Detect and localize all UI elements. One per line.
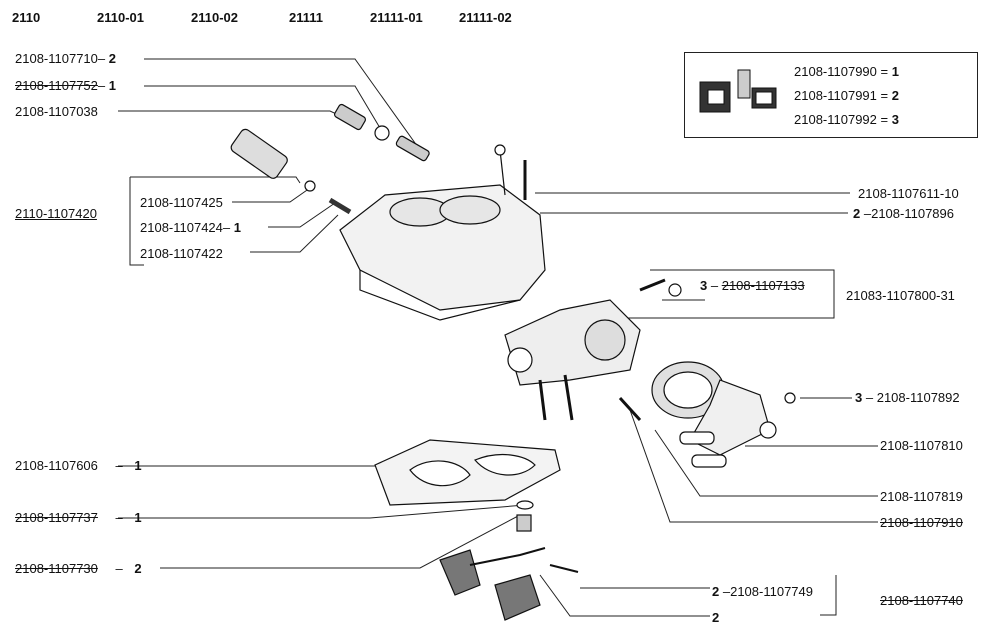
group-bracket [129, 177, 144, 266]
kit-number: 1 [134, 458, 142, 473]
legend-code: 2108-1107992 [794, 112, 877, 127]
model-2110-02: 2110-02 [191, 10, 238, 25]
part-label: 2108-1107752– 1 [15, 78, 116, 93]
part-label: 2108-1107819 [880, 489, 963, 504]
part-label: 2108-1107422 [140, 246, 223, 261]
kit-number: 2 [134, 561, 142, 576]
dash: – [865, 390, 874, 405]
part-code: 2108-1107896 [871, 206, 954, 221]
part-code: 2108-1107133 [721, 278, 805, 293]
part-code: 2108-1107819 [880, 489, 963, 504]
kit-number: 2 [853, 206, 861, 221]
leader-line [118, 110, 346, 119]
dash: – [863, 206, 872, 221]
part-label: 2108-1107910 [880, 515, 963, 530]
repair-kit-legend [684, 52, 978, 138]
part-label: 2108-1107730 – 2 [15, 561, 142, 576]
model-21111: 21111 [289, 10, 323, 25]
part-code: 2108-1107422 [140, 246, 223, 261]
dash: – [97, 78, 106, 93]
dash: – [722, 584, 731, 599]
leader-line [144, 85, 381, 129]
part-label: 2108-1107611-10 [858, 186, 959, 201]
part-code: 2108-1107752 [15, 78, 98, 93]
model-2110: 2110 [12, 10, 41, 25]
part-code: 2108-1107892 [876, 390, 960, 405]
part-code: 2108-1107810 [880, 438, 963, 453]
leader-line [144, 58, 421, 151]
kit-number: 1 [233, 220, 241, 235]
legend-code: 2108-1107991 [794, 88, 877, 103]
kit-number: 2 [712, 610, 720, 625]
model-2110-01: 2110-01 [97, 10, 144, 25]
dash: – [97, 51, 106, 66]
group-label: 21083-1107800-31 [846, 288, 955, 303]
model-21111-02: 21111-02 [459, 10, 512, 25]
kit-number: 1 [134, 510, 142, 525]
part-code: 2108-1107038 [15, 104, 98, 119]
part-code: 2108-1107710 [15, 51, 98, 66]
part-label: 2 –2108-1107749 [712, 584, 813, 599]
legend-row-1: 2108-1107990 = 1 [794, 64, 899, 79]
part-label: 2108-1107810 [880, 438, 963, 453]
part-code: 2108-1107424 [140, 220, 223, 235]
part-code: 2108-1107425 [140, 195, 223, 210]
dash: – [115, 510, 123, 525]
part-label: 2 [712, 610, 719, 625]
part-code: 2108-1107740 [880, 593, 963, 608]
dash: – [710, 278, 719, 293]
part-label: 2108-1107710– 2 [15, 51, 116, 66]
legend-num: 1 [891, 64, 899, 79]
part-label: 2108-1107425 [140, 195, 223, 210]
legend-num: 3 [891, 112, 899, 127]
part-label: 2108-1107424– 1 [140, 220, 241, 235]
dash: – [115, 458, 123, 473]
legend-eq: = [880, 88, 889, 103]
legend-eq: = [880, 112, 889, 127]
part-code: 2108-1107749 [730, 584, 813, 599]
part-label: 2108-1107038 [15, 104, 98, 119]
kit-number: 1 [108, 78, 116, 93]
legend-row-3: 2108-1107992 = 3 [794, 112, 899, 127]
part-code: 2108-1107611-10 [858, 186, 959, 201]
part-code: 2108-1107606 [15, 458, 98, 473]
part-label: 2 –2108-1107896 [853, 206, 954, 221]
part-code: 2108-1107737 [15, 510, 98, 525]
kit-number: 3 [700, 278, 708, 293]
group-label: 2110-1107420 [15, 206, 97, 221]
kit-number: 2 [712, 584, 720, 599]
part-code: 21083-1107800-31 [846, 288, 955, 303]
part-label: 3 – 2108-1107133 [700, 278, 805, 293]
legend-code: 2108-1107990 [794, 64, 877, 79]
kit-number: 3 [855, 390, 863, 405]
part-code: 2108-1107730 [15, 561, 98, 576]
part-label: 2108-1107606 – 1 [15, 458, 142, 473]
kit-number: 2 [108, 51, 116, 66]
legend-eq: = [880, 64, 889, 79]
part-label: 2108-1107737 – 1 [15, 510, 142, 525]
dash: – [115, 561, 123, 576]
model-21111-01: 21111-01 [370, 10, 423, 25]
part-label: 3 – 2108-1107892 [855, 390, 960, 405]
part-code: 2108-1107910 [880, 515, 963, 530]
dash: – [222, 220, 231, 235]
legend-row-2: 2108-1107991 = 2 [794, 88, 899, 103]
legend-num: 2 [891, 88, 899, 103]
part-label: 2108-1107740 [880, 593, 963, 608]
